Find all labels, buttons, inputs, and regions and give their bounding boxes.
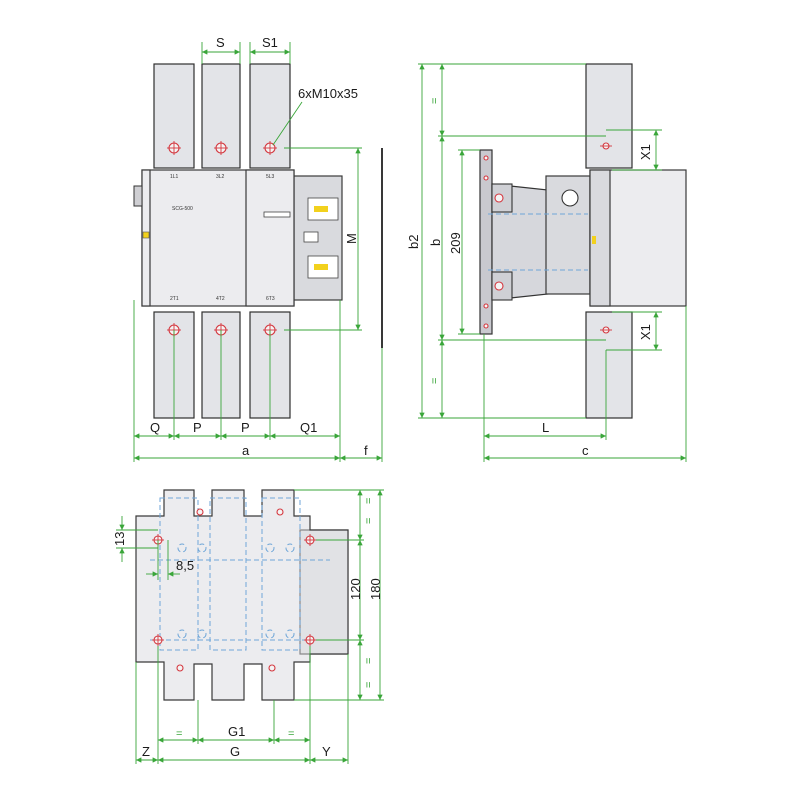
dim-p-1: P <box>193 420 202 435</box>
model-label: SCG-500 <box>172 206 193 212</box>
dim-g: G <box>230 744 240 759</box>
dim-b2: b2 <box>406 235 421 249</box>
dim-180: 180 <box>368 578 383 600</box>
dim-s1: S1 <box>262 35 278 50</box>
indicator-left <box>142 231 150 239</box>
dim-f: f <box>364 443 368 458</box>
eq-mount-4: = <box>363 682 375 688</box>
eq-side-top: = <box>429 98 441 104</box>
dim-x1-top: X1 <box>638 144 653 160</box>
dim-q1: Q1 <box>300 420 317 435</box>
mounting-right-block <box>299 529 349 655</box>
side-view: b2 b 209 = = X1 X1 L c <box>406 63 687 462</box>
dim-l: L <box>542 420 549 435</box>
eq-mount-3: = <box>363 658 375 664</box>
eq-side-bottom: = <box>429 378 441 384</box>
aux-indicator-2 <box>314 264 328 270</box>
dim-a: a <box>242 443 250 458</box>
dim-p-2: P <box>241 420 250 435</box>
eq-g1-left: = <box>176 728 182 740</box>
fixing-holes <box>152 508 316 672</box>
aux-link <box>303 231 319 243</box>
bolt-spec: 6xM10x35 <box>298 86 358 101</box>
dim-g1: G1 <box>228 724 245 739</box>
bolt-holes-top <box>167 141 277 155</box>
left-tab <box>133 185 143 207</box>
terminal-label-bottom-2: 4T2 <box>216 296 225 302</box>
terminal-label-bottom-3: 6T3 <box>266 296 275 302</box>
body-right-cover <box>245 169 295 307</box>
side-busbar-bottom <box>585 311 633 419</box>
dim-120: 120 <box>348 578 363 600</box>
terminal-label-top-2: 3L2 <box>216 174 225 180</box>
side-bolts <box>600 142 612 334</box>
terminal-label-bottom-1: 2T1 <box>170 296 179 302</box>
side-busbar-top <box>585 63 633 169</box>
dim-z: Z <box>142 744 150 759</box>
eq-mount-1: = <box>363 498 375 504</box>
eq-g1-right: = <box>288 728 294 740</box>
terminal-label-top-1: 1L1 <box>170 174 179 180</box>
plate-holes <box>483 155 489 329</box>
front-view: SCG-500 1L1 3L2 5L3 2T1 4T2 6T3 S S1 6xM… <box>133 35 383 462</box>
hidden-outline-left <box>159 497 199 651</box>
dim-m: M <box>344 233 359 244</box>
dim-q: Q <box>150 420 160 435</box>
eq-mount-2: = <box>363 518 375 524</box>
hidden-outline-right <box>261 497 301 651</box>
housing-round-hole <box>561 189 579 207</box>
hidden-holes <box>177 543 295 639</box>
terminal-label-top-3: 5L3 <box>266 174 275 180</box>
top-busbar-3 <box>249 63 291 169</box>
side-indicator <box>592 236 596 244</box>
dim-209: 209 <box>448 232 463 254</box>
dim-c: c <box>582 443 589 458</box>
dim-13: 13 <box>112 532 127 546</box>
dim-y: Y <box>322 744 331 759</box>
dim-b: b <box>428 239 443 246</box>
dim-8-5: 8,5 <box>176 558 194 573</box>
mounting-view: 13 8,5 120 180 = = = = = = G <box>112 489 384 764</box>
aux-indicator-1 <box>314 206 328 212</box>
side-body-cover <box>589 169 611 307</box>
dim-s: S <box>216 35 225 50</box>
label-plate <box>263 211 291 218</box>
dim-x1-bottom: X1 <box>638 324 653 340</box>
hidden-outline-mid <box>209 497 247 651</box>
